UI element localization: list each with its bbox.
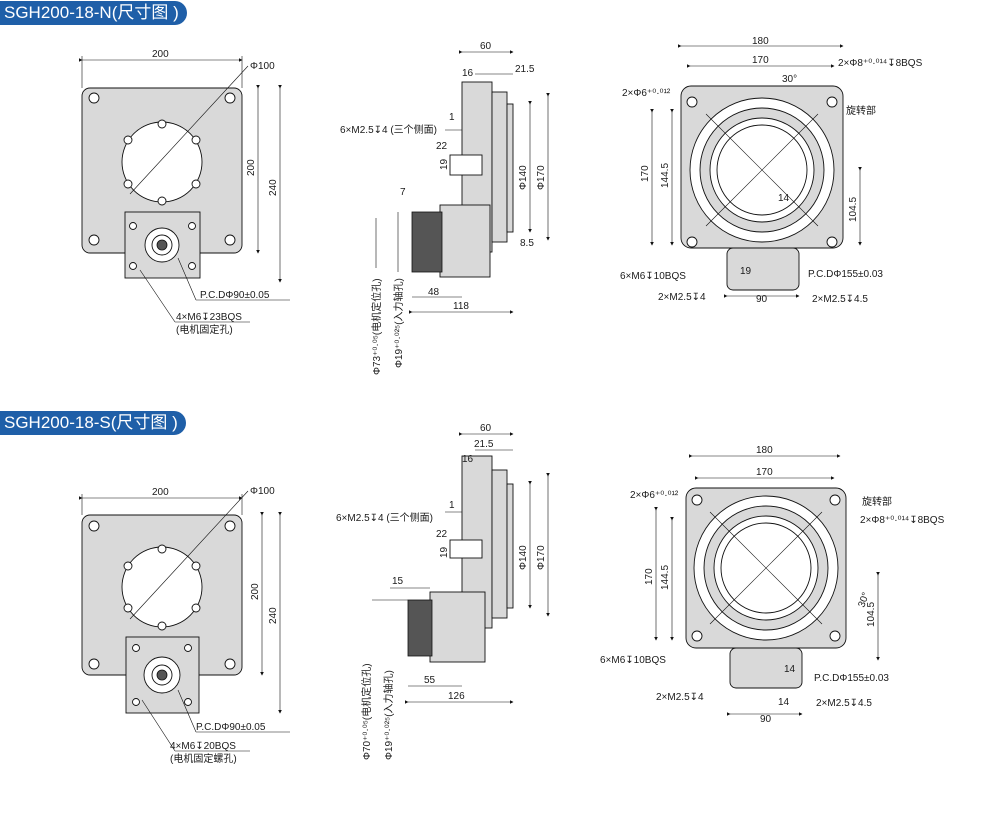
label-phi6-s: 2×Φ6⁺⁰·⁰¹² bbox=[630, 490, 679, 501]
side-view-s bbox=[372, 432, 550, 704]
dim-180: 180 bbox=[752, 36, 769, 47]
dim-h240: 240 bbox=[268, 179, 279, 196]
dim-19-s: 19 bbox=[439, 546, 450, 558]
label-input-fit-s: Φ19⁺⁰·⁰²⁵(入力轴孔) bbox=[382, 670, 395, 760]
dim-phi140-s: Φ140 bbox=[518, 545, 529, 570]
dim-14: 14 bbox=[778, 193, 790, 204]
label-m25a: 2×M2.5↧4 bbox=[658, 292, 706, 303]
dim-30deg: 30° bbox=[782, 74, 797, 85]
dim-22: 22 bbox=[436, 141, 448, 152]
label-motor-holes: 4×M6↧23BQS bbox=[176, 312, 242, 323]
dim-1-s: 1 bbox=[449, 500, 455, 511]
dim-200: 200 bbox=[152, 49, 169, 60]
dim-14b-s: 14 bbox=[778, 697, 790, 708]
label-m6-s: 6×M6↧10BQS bbox=[600, 655, 666, 666]
side-view-n bbox=[375, 50, 550, 314]
dim-144-5-s: 144.5 bbox=[660, 565, 671, 590]
label-motor-holes-s: 4×M6↧20BQS bbox=[170, 741, 236, 752]
dim-48: 48 bbox=[428, 287, 440, 298]
label-rotating-part: 旋转部 bbox=[846, 104, 876, 117]
dim-v170: 170 bbox=[640, 165, 651, 182]
section-title-n: SGH200-18-N(尺寸图 ) bbox=[0, 1, 187, 25]
dim-118: 118 bbox=[453, 301, 469, 312]
front-view-n bbox=[79, 56, 290, 323]
label-m6: 6×M6↧10BQS bbox=[620, 271, 686, 282]
dim-h240-s: 240 bbox=[268, 607, 279, 624]
dim-170-s: 170 bbox=[756, 467, 773, 478]
dim-19: 19 bbox=[439, 158, 450, 170]
dim-170: 170 bbox=[752, 55, 769, 66]
dim-phi170: Φ170 bbox=[536, 165, 547, 190]
dim-v170-s: 170 bbox=[644, 568, 655, 585]
dim-200-s: 200 bbox=[152, 487, 169, 498]
front-view-s bbox=[79, 490, 290, 752]
label-input-fit: Φ19⁺⁰·⁰²⁵(入力轴孔) bbox=[392, 278, 405, 368]
dim-21-5-s: 21.5 bbox=[474, 439, 494, 450]
dim-h200: 200 bbox=[246, 159, 257, 176]
label-rotating-part-s: 旋转部 bbox=[862, 495, 892, 508]
dim-21-5: 21.5 bbox=[515, 64, 535, 75]
dim-104-5: 104.5 bbox=[848, 197, 859, 222]
dim-16-s: 16 bbox=[462, 454, 474, 465]
label-phi8-s: 2×Φ8⁺⁰·⁰¹⁴↧8BQS bbox=[860, 515, 945, 526]
label-motor-holes-note-s: (电机固定螺孔) bbox=[170, 752, 237, 765]
label-m25a-s: 2×M2.5↧4 bbox=[656, 692, 704, 703]
dim-30deg-s: 30° bbox=[856, 591, 872, 609]
label-pcd155-s: P.C.DΦ155±0.03 bbox=[814, 673, 889, 684]
top-view-n bbox=[650, 44, 862, 298]
label-phi8: 2×Φ8⁺⁰·⁰¹⁴↧8BQS bbox=[838, 58, 923, 69]
label-pcd: P.C.DΦ90±0.05 bbox=[200, 290, 270, 301]
top-view-s bbox=[654, 454, 880, 716]
dim-90-s: 90 bbox=[760, 714, 772, 725]
dim-19b: 19 bbox=[740, 266, 752, 277]
dim-phi100: Φ100 bbox=[250, 61, 275, 72]
dim-104-5-s: 104.5 bbox=[866, 602, 877, 627]
dim-144-5: 144.5 bbox=[660, 163, 671, 188]
label-pcd155: P.C.DΦ155±0.03 bbox=[808, 269, 883, 280]
dim-22-s: 22 bbox=[436, 529, 448, 540]
label-pcd-s: P.C.DΦ90±0.05 bbox=[196, 722, 266, 733]
dim-15: 15 bbox=[392, 576, 404, 587]
dim-1: 1 bbox=[449, 112, 455, 123]
dim-phi170-s: Φ170 bbox=[536, 545, 547, 570]
dim-14a-s: 14 bbox=[784, 664, 796, 675]
dim-60: 60 bbox=[480, 41, 492, 52]
dim-90: 90 bbox=[756, 294, 768, 305]
dim-8-5: 8.5 bbox=[520, 238, 534, 249]
label-motor-fit: Φ73⁺⁰·⁰⁵(电机定位孔) bbox=[370, 278, 383, 375]
dim-16: 16 bbox=[462, 68, 474, 79]
dim-60-s: 60 bbox=[480, 423, 492, 434]
dim-phi100-s: Φ100 bbox=[250, 486, 275, 497]
dim-180-s: 180 bbox=[756, 445, 773, 456]
label-m25-sides-s: 6×M2.5↧4 (三个侧面) bbox=[336, 511, 433, 524]
label-m25b: 2×M2.5↧4.5 bbox=[812, 294, 868, 305]
label-m25-sides: 6×M2.5↧4 (三个侧面) bbox=[340, 123, 437, 136]
dim-h200-s: 200 bbox=[250, 583, 261, 600]
dim-126: 126 bbox=[448, 691, 465, 702]
dim-phi140: Φ140 bbox=[518, 165, 529, 190]
section-title-s: SGH200-18-S(尺寸图 ) bbox=[0, 411, 186, 435]
dim-7: 7 bbox=[400, 187, 406, 198]
label-motor-holes-note: (电机固定孔) bbox=[176, 323, 233, 336]
label-motor-fit-s: Φ70⁺⁰·⁰⁵(电机定位孔) bbox=[360, 663, 373, 760]
dim-55: 55 bbox=[424, 675, 436, 686]
label-phi6: 2×Φ6⁺⁰·⁰¹² bbox=[622, 88, 671, 99]
label-m25b-s: 2×M2.5↧4.5 bbox=[816, 698, 872, 709]
